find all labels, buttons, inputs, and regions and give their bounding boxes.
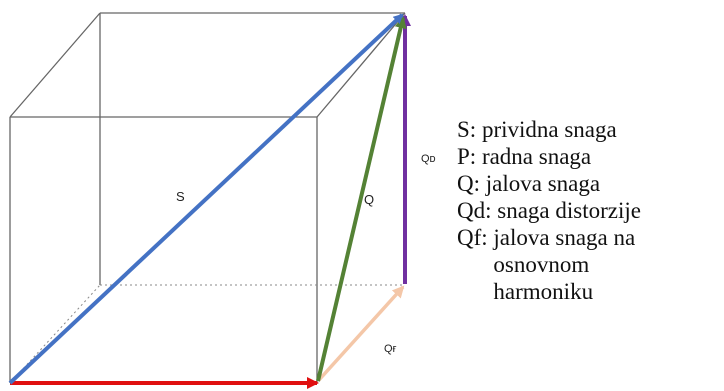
legend-text: radna snaga: [481, 144, 592, 169]
cube-depth-edges: [9, 12, 406, 118]
legend-symbol: Qd:: [457, 198, 492, 223]
legend-item-s: S: prividna snaga: [457, 116, 683, 143]
legend-item-qf: Qf: jalova snaga na osnovnom harmoniku: [457, 224, 683, 305]
cube-hidden-edges: [9, 284, 405, 384]
cube-back-face: [99, 12, 405, 285]
legend-item-qd: Qd: snaga distorzije: [457, 197, 683, 224]
legend-symbol: Qf:: [457, 225, 488, 250]
label-qd: Qᴅ: [421, 153, 436, 165]
vector-s: [8, 13, 404, 385]
legend-symbol: P:: [457, 144, 477, 169]
vector-q: [316, 16, 407, 382]
legend-text: jalova snaga na osnovnom harmoniku: [493, 225, 636, 304]
legend-text: prividna snaga: [481, 117, 617, 142]
legend-symbol: Q:: [457, 171, 480, 196]
label-q: Q: [364, 192, 374, 207]
label-qf: Qғ: [384, 343, 397, 355]
legend-text: jalova snaga: [485, 171, 601, 196]
legend-text: snaga distorzije: [497, 198, 641, 223]
legend-item-p: P: radna snaga: [457, 143, 683, 170]
vector-qf: [316, 285, 405, 383]
legend: S: prividna snaga P: radna snaga Q: jalo…: [457, 116, 683, 305]
label-s: S: [176, 189, 185, 204]
cube-front-face: [9, 116, 318, 383]
legend-symbol: S:: [457, 117, 477, 142]
legend-item-q: Q: jalova snaga: [457, 170, 683, 197]
